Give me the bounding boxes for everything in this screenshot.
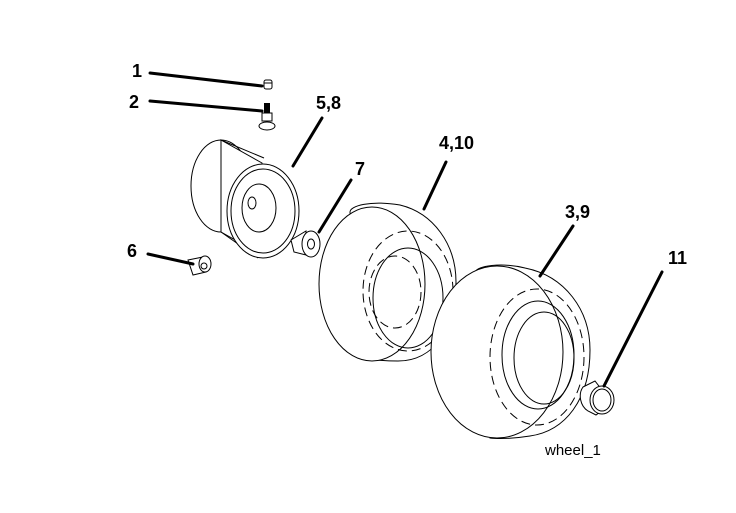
bushing-part bbox=[290, 230, 321, 258]
leader-line-7 bbox=[317, 178, 353, 234]
leader-line-1 bbox=[148, 71, 264, 88]
callout-label-5-8: 5,8 bbox=[316, 93, 341, 113]
leader-line-11 bbox=[602, 270, 664, 388]
lug-bolt-part bbox=[187, 255, 212, 276]
leader-line-4-10 bbox=[422, 160, 448, 211]
hub-cap-part bbox=[579, 380, 615, 416]
leader-line-2 bbox=[148, 99, 264, 113]
rim-part bbox=[190, 139, 300, 259]
callout-label-3-9: 3,9 bbox=[565, 202, 590, 222]
callout-label-7: 7 bbox=[355, 159, 365, 179]
callout-label-6: 6 bbox=[127, 241, 137, 261]
leader-line-5-8 bbox=[291, 116, 324, 168]
leader-line-6 bbox=[146, 252, 195, 266]
diagram-caption: wheel_1 bbox=[544, 442, 601, 459]
callout-label-4-10: 4,10 bbox=[439, 133, 474, 153]
valve-stem-part bbox=[258, 103, 276, 131]
leader-line-3-9 bbox=[538, 224, 575, 278]
rear-tire-part bbox=[430, 264, 591, 439]
callout-label-11: 11 bbox=[668, 248, 687, 268]
callout-label-2: 2 bbox=[129, 92, 139, 112]
valve-cap-part bbox=[263, 79, 273, 90]
callout-label-1: 1 bbox=[132, 61, 142, 81]
